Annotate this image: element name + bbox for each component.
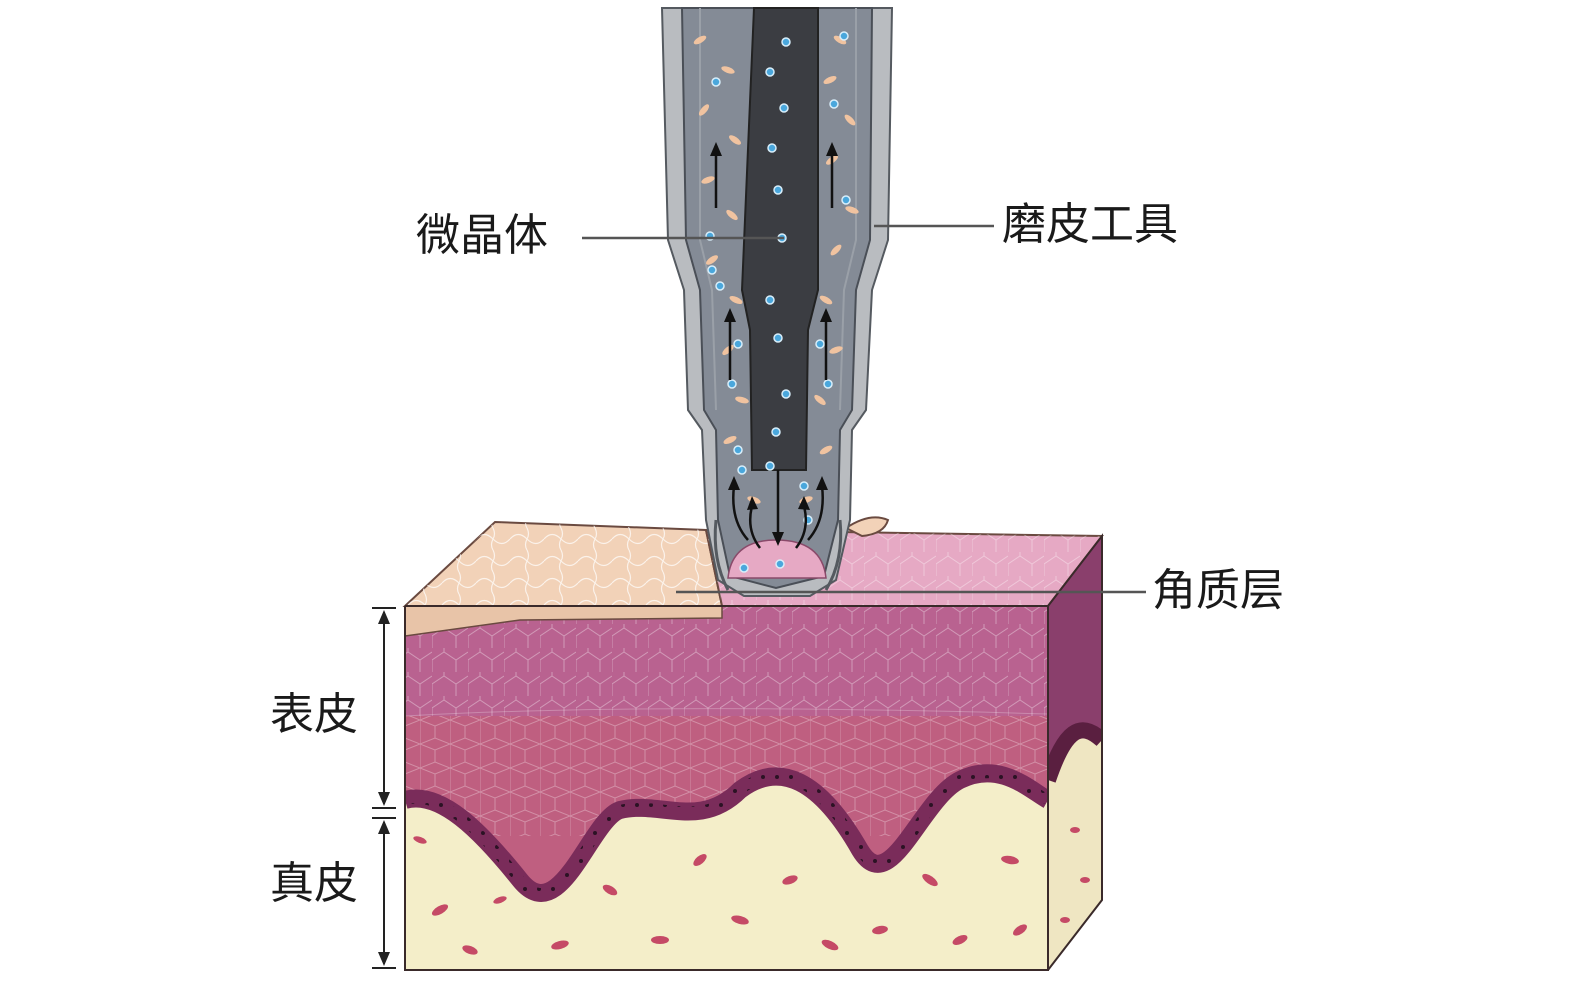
dermis-cells — [413, 836, 1027, 955]
down-arrow-icon — [772, 532, 784, 546]
up-arrow-icon — [710, 142, 838, 510]
label-epidermis: 表皮 — [270, 689, 358, 740]
label-stratum-corneum: 角质层 — [1152, 565, 1284, 616]
label-dermis: 真皮 — [270, 858, 358, 909]
dermabrasion-tool — [660, 7, 894, 597]
skin-block — [402, 516, 1105, 971]
leader-lines — [582, 224, 1146, 594]
label-microcrystal: 微晶体 — [416, 210, 548, 261]
peeled-edge-flap — [844, 516, 890, 538]
skin-side-face — [1048, 536, 1102, 970]
airflow-arrows — [714, 152, 834, 549]
dermis-layer — [405, 773, 1048, 970]
aluminum-crystals — [693, 35, 859, 504]
label-dermabrasion-tool: 磨皮工具 — [1002, 199, 1178, 250]
dimension-arrow-icon — [372, 607, 396, 969]
blue-microcrystals — [705, 31, 851, 573]
skin-front-face — [405, 606, 1048, 970]
